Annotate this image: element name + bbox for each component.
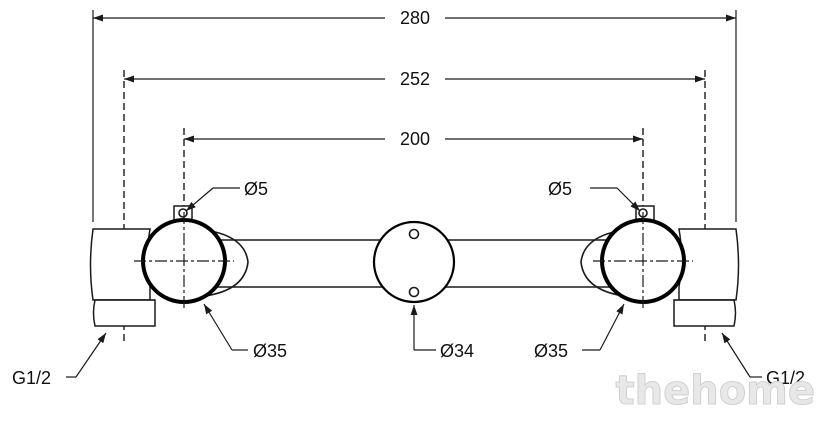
left-pin-label: Ø5 (244, 179, 268, 199)
center-outlet-label: Ø34 (440, 341, 474, 361)
callout-left-thread: G1/2 (12, 332, 107, 388)
dimension-252-label: 252 (400, 69, 430, 89)
callout-center-outlet: Ø34 (410, 305, 474, 361)
right-thread-label: G1/2 (766, 368, 805, 388)
callout-right-thread: G1/2 (721, 332, 805, 388)
callout-left-pin: Ø5 (185, 179, 268, 212)
left-outlet-circle (134, 212, 234, 310)
right-outlet-label: Ø35 (534, 341, 568, 361)
axis-lines (123, 70, 706, 345)
callout-right-pin: Ø5 (548, 179, 641, 212)
dimension-252: 252 (124, 69, 705, 89)
dimension-200-label: 200 (400, 129, 430, 149)
dimension-280: 280 (93, 8, 736, 28)
left-thread-label: G1/2 (12, 368, 51, 388)
dimension-200: 200 (184, 129, 643, 149)
right-outlet-circle (593, 212, 693, 310)
watermark-logo: thehome (616, 368, 816, 414)
left-outlet-label: Ø35 (253, 341, 287, 361)
extension-lines (92, 10, 737, 222)
mixer-body (89, 228, 740, 327)
callout-right-outlet: Ø35 (534, 303, 625, 361)
callout-left-outlet: Ø35 (203, 303, 287, 361)
left-pin-hole (178, 208, 188, 218)
dimension-280-label: 280 (400, 8, 430, 28)
right-pin-label: Ø5 (548, 179, 572, 199)
center-outlet-circle (372, 220, 456, 304)
